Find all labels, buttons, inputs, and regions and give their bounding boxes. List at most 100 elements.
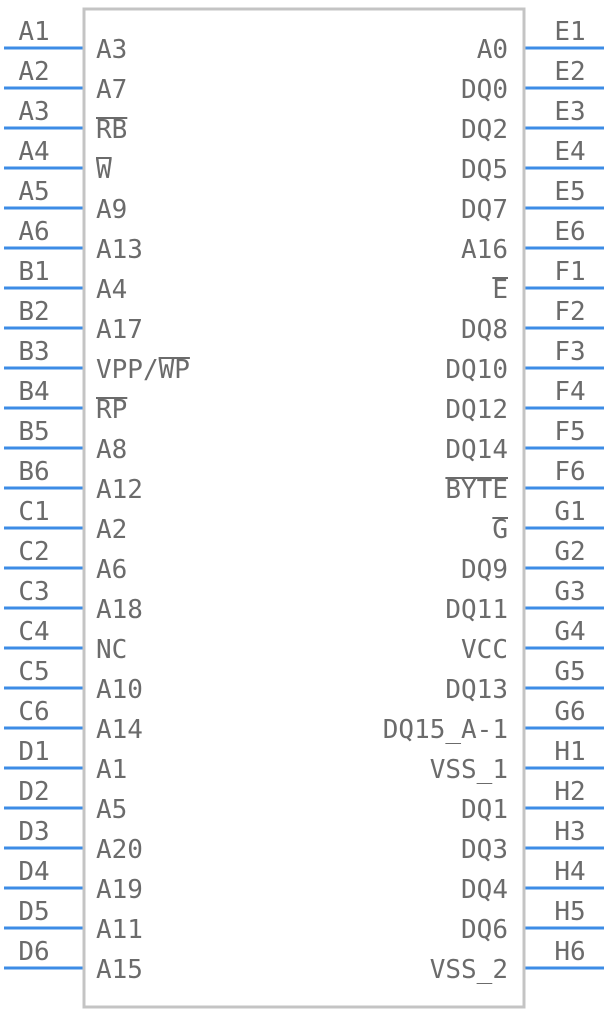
pin-name-a3: A3: [96, 35, 127, 65]
pin-number-d6: D6: [18, 937, 49, 967]
pin-name-a13: A13: [96, 235, 143, 265]
pin-name-a0: A0: [477, 35, 508, 65]
pin-number-g4: G4: [554, 617, 585, 647]
pin-name-nc: NC: [96, 635, 127, 665]
labels-layer: A1A3A2A7A3RBA4WA5A9A6A13B1A4B2A17B3VPP/W…: [18, 17, 585, 985]
pin-name-a17: A17: [96, 315, 143, 345]
pin-number-g3: G3: [554, 577, 585, 607]
pin-name-a7: A7: [96, 75, 127, 105]
pin-number-b5: B5: [18, 417, 49, 447]
pin-name-dq3: DQ3: [461, 835, 508, 865]
component-body: [82, 7, 526, 1009]
pin-name-a8: A8: [96, 435, 127, 465]
pin-number-c5: C5: [18, 657, 49, 687]
pin-number-g1: G1: [554, 497, 585, 527]
pin-number-h6: H6: [554, 937, 585, 967]
pin-name-a14: A14: [96, 715, 143, 745]
pin-number-d5: D5: [18, 897, 49, 927]
pin-name-a4: A4: [96, 275, 127, 305]
pin-number-f1: F1: [554, 257, 585, 287]
pin-number-a4: A4: [18, 137, 49, 167]
pin-number-h1: H1: [554, 737, 585, 767]
pin-name-dq2: DQ2: [461, 115, 508, 145]
pin-number-c4: C4: [18, 617, 49, 647]
pin-name-a2: A2: [96, 515, 127, 545]
pin-number-e2: E2: [554, 57, 585, 87]
pin-name-rp: RP: [96, 395, 127, 425]
pin-name-a20: A20: [96, 835, 143, 865]
pin-number-g6: G6: [554, 697, 585, 727]
pin-name-dq9: DQ9: [461, 555, 508, 585]
pin-name-a16: A16: [461, 235, 508, 265]
pin-name-vpp-wp: VPP/WP: [96, 355, 190, 385]
pin-name-dq12: DQ12: [445, 395, 508, 425]
pin-name-vss-2: VSS_2: [430, 955, 508, 985]
pin-name-g: G: [492, 515, 508, 545]
pin-name-a12: A12: [96, 475, 143, 505]
pin-number-c2: C2: [18, 537, 49, 567]
pin-number-d1: D1: [18, 737, 49, 767]
pin-name-a15: A15: [96, 955, 143, 985]
pin-name-a19: A19: [96, 875, 143, 905]
pin-number-e6: E6: [554, 217, 585, 247]
pin-number-h3: H3: [554, 817, 585, 847]
pin-number-h5: H5: [554, 897, 585, 927]
pin-number-e1: E1: [554, 17, 585, 47]
pin-name-a11: A11: [96, 915, 143, 945]
pin-name-dq15-a-1: DQ15_A-1: [383, 715, 508, 745]
pin-number-a2: A2: [18, 57, 49, 87]
pin-name-dq7: DQ7: [461, 195, 508, 225]
pin-number-g2: G2: [554, 537, 585, 567]
pin-number-b4: B4: [18, 377, 49, 407]
pin-name-dq14: DQ14: [445, 435, 508, 465]
pin-number-c6: C6: [18, 697, 49, 727]
pin-number-b2: B2: [18, 297, 49, 327]
pin-name-vcc: VCC: [461, 635, 508, 665]
pin-number-d3: D3: [18, 817, 49, 847]
pin-name-a1: A1: [96, 755, 127, 785]
pin-name-dq5: DQ5: [461, 155, 508, 185]
pin-name-dq4: DQ4: [461, 875, 508, 905]
pin-name-dq6: DQ6: [461, 915, 508, 945]
pin-number-f5: F5: [554, 417, 585, 447]
pins-layer: [4, 46, 604, 970]
pin-number-e4: E4: [554, 137, 585, 167]
pin-name-a5: A5: [96, 795, 127, 825]
pin-name-dq1: DQ1: [461, 795, 508, 825]
pin-name-dq0: DQ0: [461, 75, 508, 105]
pin-name-vss-1: VSS_1: [430, 755, 508, 785]
pin-number-h2: H2: [554, 777, 585, 807]
pin-number-c3: C3: [18, 577, 49, 607]
pin-name-e: E: [492, 275, 508, 305]
pin-name-a10: A10: [96, 675, 143, 705]
pin-number-f6: F6: [554, 457, 585, 487]
pin-number-d4: D4: [18, 857, 49, 887]
pin-number-e3: E3: [554, 97, 585, 127]
pin-name-a9: A9: [96, 195, 127, 225]
pin-name-w: W: [96, 155, 112, 185]
pin-number-b3: B3: [18, 337, 49, 367]
pin-number-e5: E5: [554, 177, 585, 207]
pin-name-dq10: DQ10: [445, 355, 508, 385]
pin-name-byte: BYTE: [445, 475, 508, 505]
pin-number-a5: A5: [18, 177, 49, 207]
pin-number-c1: C1: [18, 497, 49, 527]
pin-name-rb: RB: [96, 115, 127, 145]
pin-number-h4: H4: [554, 857, 585, 887]
pin-name-dq8: DQ8: [461, 315, 508, 345]
pin-number-g5: G5: [554, 657, 585, 687]
pin-number-b6: B6: [18, 457, 49, 487]
pin-number-a6: A6: [18, 217, 49, 247]
pin-name-a18: A18: [96, 595, 143, 625]
pin-number-a3: A3: [18, 97, 49, 127]
pin-number-f3: F3: [554, 337, 585, 367]
pin-number-d2: D2: [18, 777, 49, 807]
pin-number-a1: A1: [18, 17, 49, 47]
pin-number-f2: F2: [554, 297, 585, 327]
pin-number-f4: F4: [554, 377, 585, 407]
pin-name-dq11: DQ11: [445, 595, 508, 625]
pin-name-dq13: DQ13: [445, 675, 508, 705]
pin-number-b1: B1: [18, 257, 49, 287]
pin-name-a6: A6: [96, 555, 127, 585]
